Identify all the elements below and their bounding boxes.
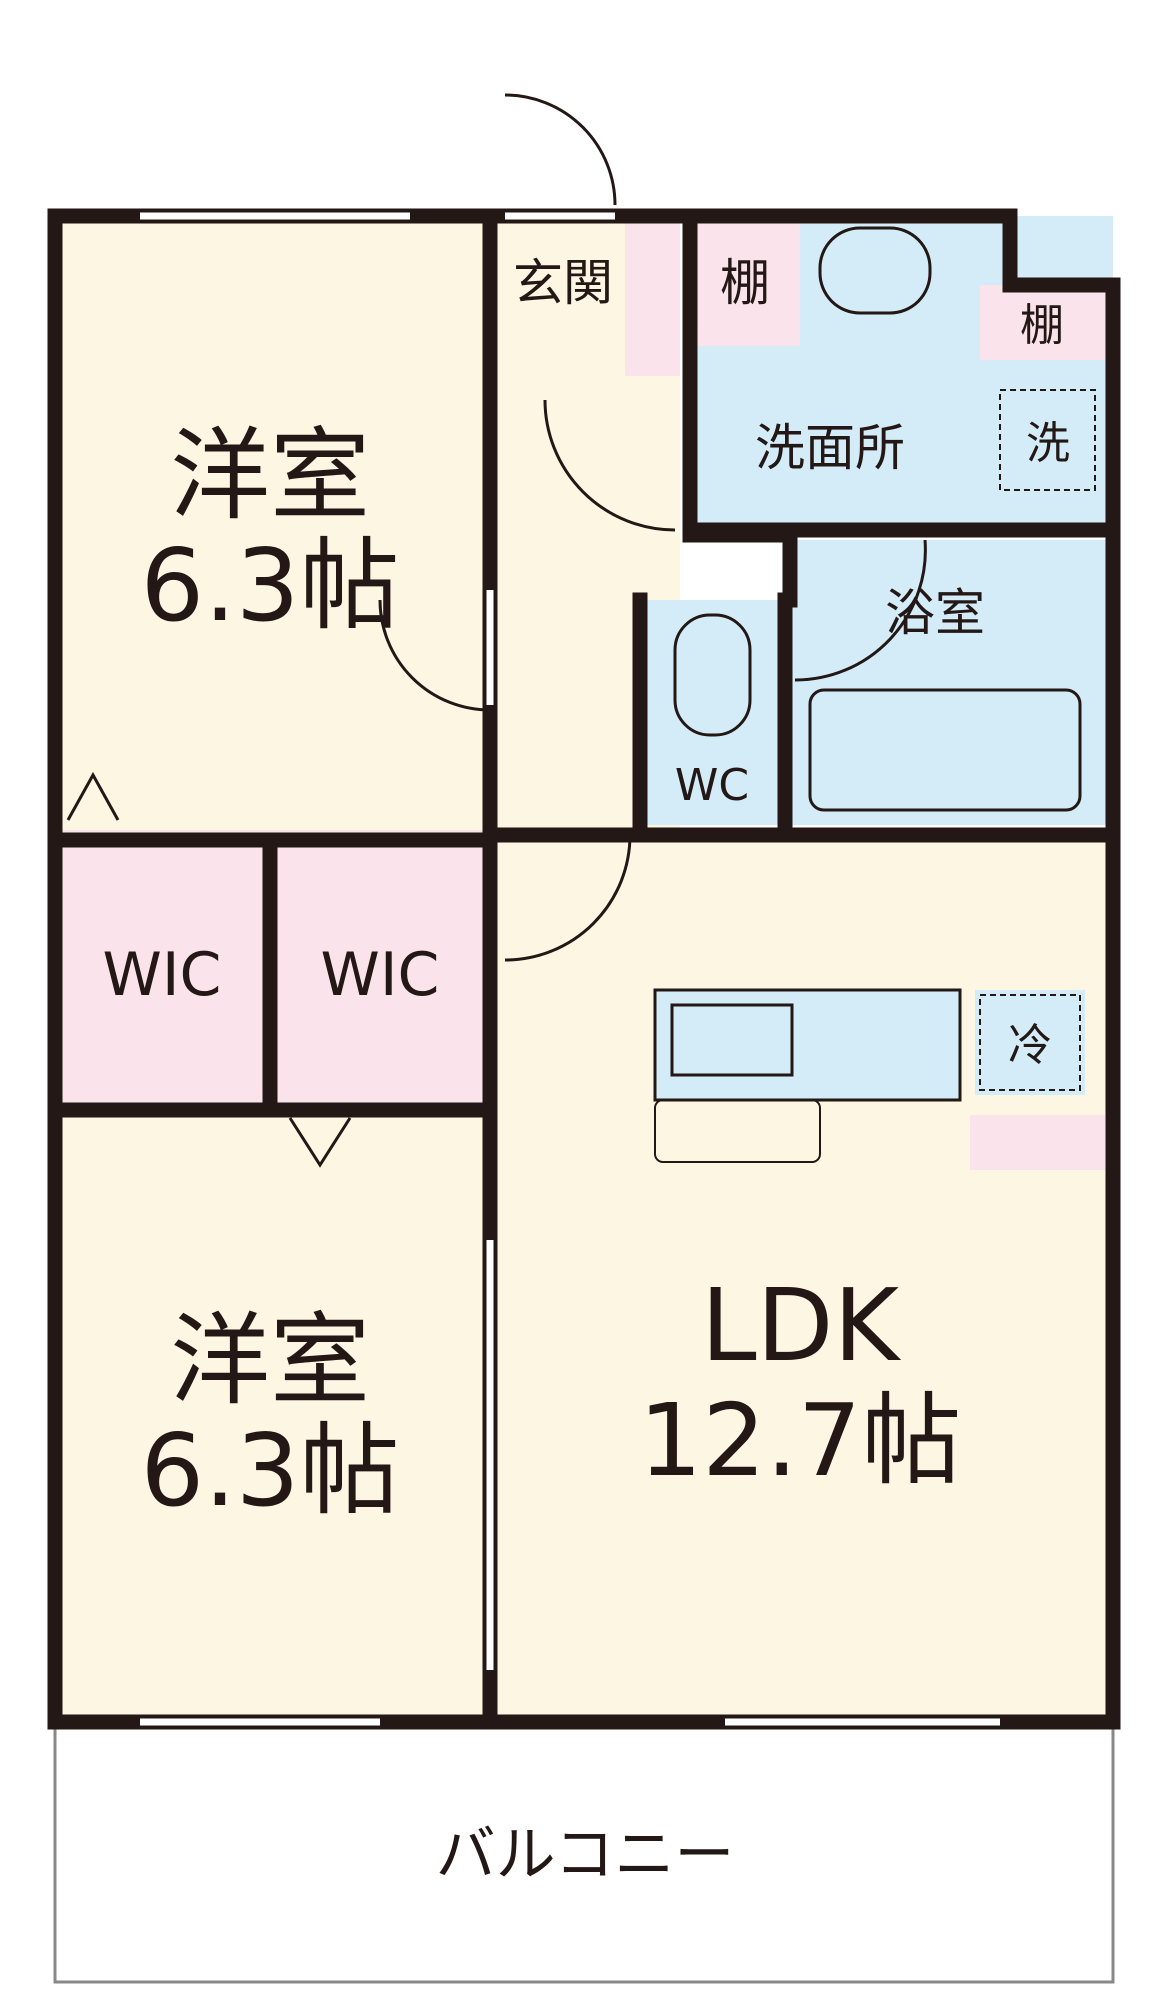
shelf-right-floor: [980, 285, 1105, 360]
ldk-door-arc: [504, 834, 632, 962]
bathroom-door-arc: [794, 539, 927, 682]
washer-label: 洗: [1026, 418, 1070, 469]
closet-marker-top: [66, 771, 120, 821]
fridge-box: [979, 994, 1081, 1091]
western-room-bottom-floor: [55, 1110, 490, 1722]
wc-floor: [640, 600, 780, 825]
sink-basin: [818, 226, 932, 315]
shelf-right-label: 棚: [1020, 300, 1064, 351]
window-marks: [140, 212, 1000, 1726]
wic-left-floor: [55, 830, 270, 1110]
room-bottom-name: 洋室: [170, 1302, 370, 1419]
entrance-label: 玄関: [513, 254, 613, 312]
room-top-name: 洋室: [170, 417, 370, 534]
kitchen-sink: [670, 1003, 794, 1077]
bathroom-label: 浴室: [885, 584, 985, 642]
fridge-label: 冷: [1008, 1020, 1052, 1071]
wc-label: WC: [675, 760, 749, 811]
bathtub: [808, 688, 1082, 812]
washer-box: [999, 389, 1096, 491]
entrance-shelf-floor: [625, 216, 680, 376]
bathroom-floor: [790, 540, 1113, 825]
toilet: [673, 613, 752, 737]
ldk-floor: [490, 830, 1113, 1722]
western-room-top-floor: [55, 216, 490, 830]
wic-left-label: WIC: [103, 940, 222, 1010]
room-top-door-arc: [378, 599, 491, 712]
balcony-label: バルコニー: [436, 1820, 735, 1890]
room-top-size: 6.3帖: [140, 527, 399, 644]
wic-right-label: WIC: [321, 940, 440, 1010]
room-bottom-size: 6.3帖: [140, 1412, 399, 1529]
shelf-left-label: 棚: [720, 254, 770, 312]
entrance-door-arc: [504, 93, 617, 206]
fridge-floor: [975, 990, 1085, 1095]
ldk-name: LDK: [701, 1267, 902, 1384]
closet-marker-bottom: [288, 1117, 352, 1168]
kitchen-cabinet: [654, 1099, 821, 1163]
wic-right-floor: [270, 830, 490, 1110]
washroom-label: 洗面所: [755, 419, 905, 477]
kitchen-shelf-floor: [970, 1115, 1105, 1170]
washroom-door-arc: [543, 399, 676, 532]
balcony-area: [53, 1720, 1115, 1984]
kitchen-counter: [653, 988, 962, 1102]
ldk-size: 12.7帖: [639, 1382, 962, 1499]
shelf-left-floor: [690, 216, 800, 346]
